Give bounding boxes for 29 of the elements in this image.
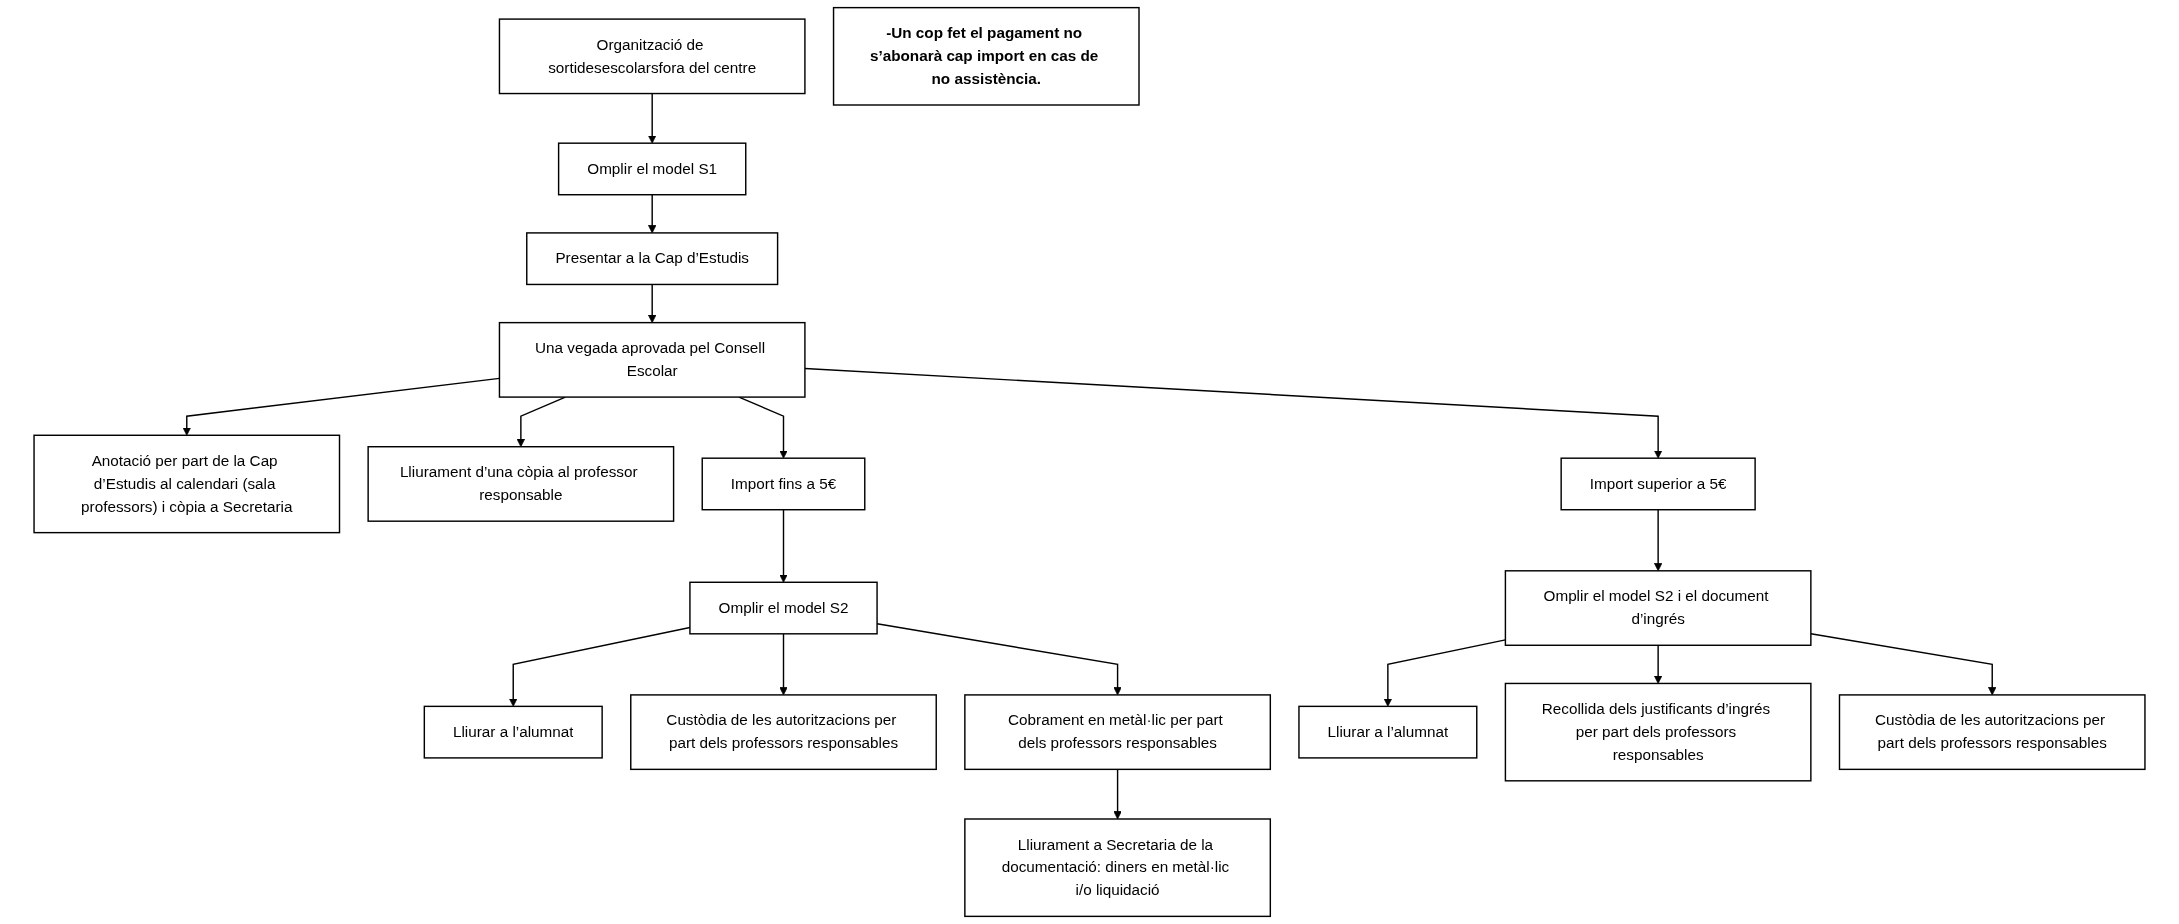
node-box: Custòdia de les autoritzacions per part dels professors responsables	[1838, 694, 2146, 771]
arrow	[738, 396, 788, 459]
node-box: Una vegada aprovada pel Consell Escolar	[498, 321, 806, 398]
arrow	[1810, 633, 1997, 696]
node-box: Cobrament en metàl·lic per part dels professors responsables	[964, 694, 1272, 771]
arrow	[804, 367, 1663, 459]
node-box: Omplir el model S1	[557, 142, 747, 196]
node-box: Organització de sortidesescolarsfora del centre	[498, 18, 806, 95]
node-box: Presentar a la Cap d’Estudis	[526, 232, 779, 286]
node-box: Custòdia de les autoritzacions per part dels professors responsables	[630, 694, 937, 771]
node-box: Recollida dels justificants d’ingrés per part dels professors responsables	[1504, 682, 1812, 782]
node-box: Import superior a 5€	[1560, 457, 1756, 511]
node-box: Omplir el model S2 i el document d’ingrés	[1504, 570, 1812, 646]
node-box: Omplir el model S2	[689, 581, 878, 635]
arrow	[779, 633, 788, 696]
arrow	[1113, 768, 1122, 820]
node-box: -Un cop fet el pagament no s’abonarà cap import en cas de no assistència.	[832, 6, 1140, 106]
node-box: Lliurar a l’alumnat	[1298, 705, 1478, 759]
arrow	[648, 283, 657, 323]
node-box: Lliurar a l’alumnat	[423, 705, 603, 759]
node-box: Lliurament d’una còpia al professor responsable	[367, 446, 675, 522]
node-box: Lliurament a Secretaria de la documentació: diners en metàl·lic i/o liquidació	[964, 818, 1272, 918]
arrow	[648, 92, 657, 144]
node-box: Anotació per part de la Cap d’Estudis al calendari (sala professors) i còpia a Secretaria	[33, 434, 341, 534]
node-box: Import fins a 5€	[701, 457, 866, 511]
arrow	[648, 194, 657, 234]
arrow	[1653, 509, 1663, 572]
arrow	[1653, 644, 1663, 684]
arrow	[779, 509, 788, 583]
